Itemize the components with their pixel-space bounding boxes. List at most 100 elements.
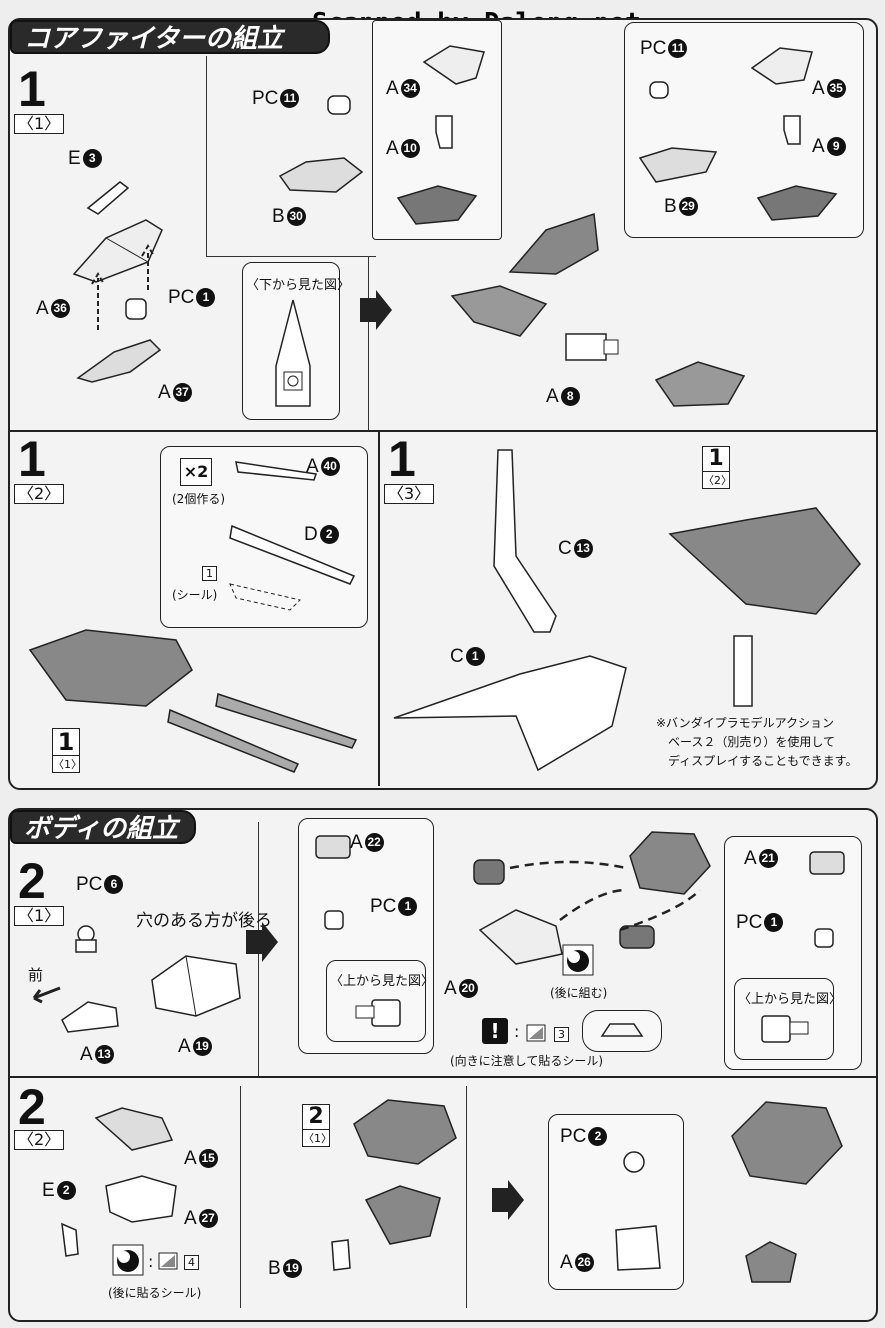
divider	[368, 256, 369, 430]
view-below-label: 〈下から見た図〉	[246, 278, 351, 293]
ref-step: 2 〈1〉	[302, 1104, 332, 1147]
part-a40	[235, 461, 317, 481]
step-number: 1	[18, 431, 46, 487]
substep-label: 〈3〉	[384, 484, 435, 504]
arrow-next-icon	[492, 1180, 524, 1220]
part-weapon-body	[28, 629, 193, 707]
part-e3	[86, 181, 130, 215]
x2-badge: ×2	[180, 458, 212, 486]
part-wing-left	[396, 185, 478, 225]
step-number: 2	[18, 853, 46, 909]
step-number: 1	[18, 61, 46, 117]
part-pc1b	[814, 928, 834, 948]
assemble-later-label: (後に組む)	[550, 986, 608, 1000]
front-label: 前	[28, 967, 44, 984]
part-pc1	[125, 298, 147, 320]
part-d2	[229, 524, 356, 585]
part-pc6	[75, 925, 97, 953]
part-wing-right	[756, 185, 838, 221]
colon: :	[148, 1252, 154, 1271]
ref-step: 1 〈2〉	[702, 446, 732, 489]
seal-later-icon	[112, 1244, 144, 1276]
part-a13	[61, 1001, 119, 1033]
part-a19	[151, 955, 241, 1017]
part-hip	[745, 1241, 797, 1283]
arrow-up	[91, 244, 155, 330]
part-weapon-blade2	[167, 708, 300, 773]
substep-label: 〈2〉	[14, 1130, 65, 1150]
part-a22	[315, 835, 351, 859]
part-top-view	[355, 999, 401, 1027]
part-a35	[750, 47, 813, 85]
seal-later-label: (後に貼るシール)	[108, 1286, 202, 1300]
divider	[378, 430, 380, 786]
substep-label: 〈1〉	[14, 114, 65, 134]
arrow-next-icon	[360, 290, 392, 330]
section-title-core-fighter: コアファイターの組立	[10, 20, 330, 54]
substep-label: 〈2〉	[14, 484, 65, 504]
title-text: ボディの組立	[24, 814, 179, 844]
assemble-later-icon	[562, 944, 594, 976]
part-nose	[508, 212, 599, 275]
divider	[240, 1086, 241, 1308]
seal-number-3: 3	[554, 1027, 569, 1042]
seal-icon	[526, 1024, 546, 1042]
part-pc2	[623, 1151, 645, 1173]
colon: :	[514, 1022, 520, 1041]
part-seal	[229, 583, 301, 611]
make-two-label: (2個作る)	[172, 492, 225, 506]
part-e2	[61, 1222, 79, 1257]
part-a27	[105, 1175, 177, 1223]
dashed-path	[509, 860, 701, 932]
hole-back-note: 穴のある方が後ろ	[136, 911, 272, 930]
note-action-base: ※バンダイプラモデルアクション ベース２（別売り）を使用して ディスプレイするこ…	[656, 716, 858, 768]
part-a8	[565, 333, 619, 361]
part-a36	[72, 219, 163, 283]
substep-label: 〈1〉	[14, 906, 65, 926]
arrow-next-icon	[246, 922, 278, 962]
part-a34	[422, 45, 485, 85]
seal-icon	[158, 1252, 178, 1270]
part-c13	[493, 449, 557, 633]
seal-number: 1	[202, 566, 217, 581]
part-a9	[783, 115, 801, 145]
divider	[466, 1086, 467, 1308]
seal-shape	[600, 1023, 644, 1037]
part-torso	[629, 831, 711, 895]
part-top-view-2	[761, 1015, 809, 1043]
seal-label: (シール)	[172, 588, 218, 602]
step-number: 2	[18, 1079, 46, 1135]
part-stand-tip	[733, 635, 753, 707]
part-underside	[275, 299, 311, 407]
part-a21	[809, 851, 845, 875]
part-weapon-on-stand	[668, 507, 861, 615]
step-number: 1	[388, 431, 416, 487]
part-b30	[278, 157, 364, 193]
callout-pc2	[548, 1114, 684, 1290]
part-a20	[478, 909, 563, 965]
